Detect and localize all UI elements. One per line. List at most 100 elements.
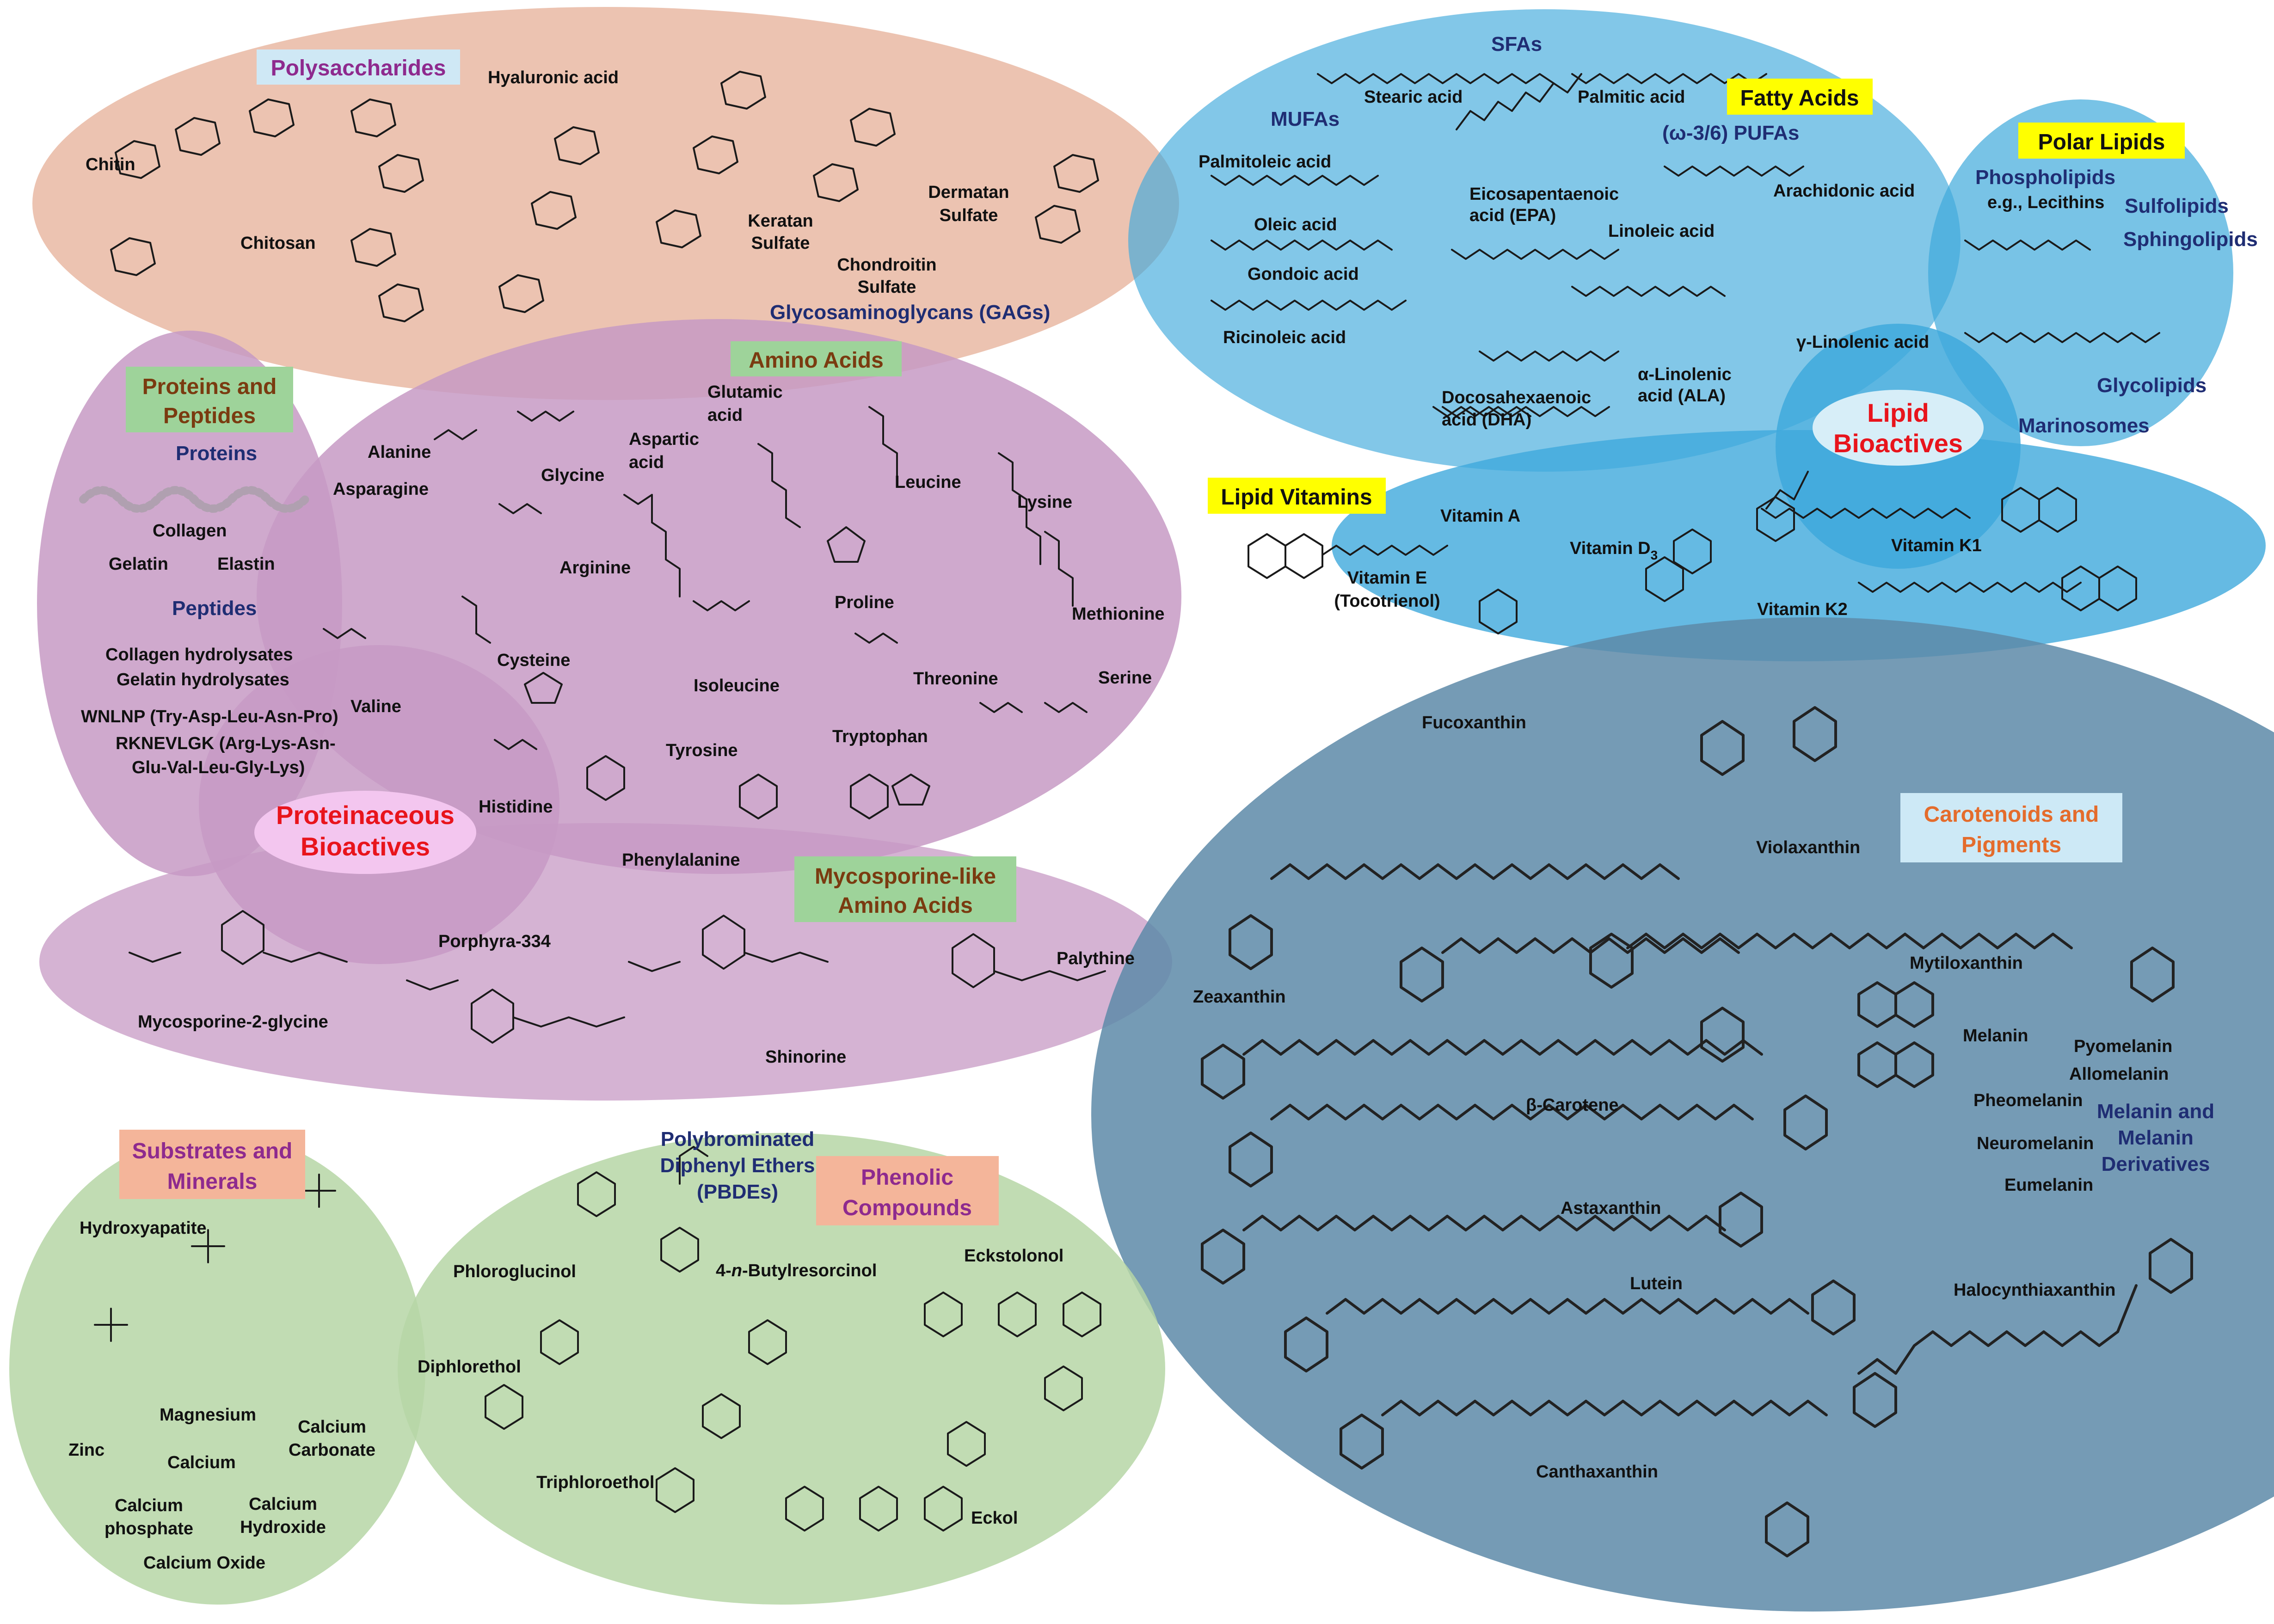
lipid-vitamins-header-bg (1208, 478, 1386, 514)
pheomelanin-label: Pheomelanin (1973, 1091, 2083, 1110)
lipid-vitamins-region (1332, 430, 2266, 661)
phloroglucinol-label: Phloroglucinol (453, 1262, 576, 1281)
dha-line1: Docosahexaenoic (1442, 388, 1591, 407)
arachidonic-acid-label: Arachidonic acid (1773, 181, 1915, 201)
glycine-label: Glycine (541, 466, 604, 485)
carotenoids-header-line2: Pigments (1961, 833, 2061, 857)
calcium-carbonate-line1: Calcium (298, 1417, 366, 1437)
calcium-phosphate-line1: Calcium (115, 1496, 183, 1515)
calcium-label: Calcium (167, 1453, 236, 1472)
aspartic-acid-line2: acid (629, 453, 664, 472)
valine-label: Valine (350, 697, 401, 716)
mycosporine-2-glycine-label: Mycosporine-2-glycine (138, 1012, 328, 1032)
mycosporine-header-line2: Amino Acids (838, 893, 973, 918)
rknevlgk-line2: Glu-Val-Leu-Gly-Lys) (132, 758, 305, 777)
calcium-hydroxide-line2: Hydroxide (240, 1518, 326, 1537)
glycolipids-label: Glycolipids (2097, 374, 2206, 397)
vitamin-k1-label: Vitamin K1 (1891, 536, 1982, 555)
pbde-line1: Polybrominated (661, 1128, 815, 1150)
carotenoid-structures (1201, 706, 2193, 1557)
polar-lipids-header: Polar Lipids (2038, 130, 2165, 154)
aspartic-acid-line1: Aspartic (629, 430, 699, 449)
gamma-linolenic-label: γ-Linolenic acid (1796, 332, 1929, 352)
sfas-label: SFAs (1491, 33, 1542, 55)
proteinaceous-oval (254, 791, 476, 874)
chondroitin-sulfate-line1: Chondroitin (837, 255, 936, 275)
proteins-header-bg (126, 367, 293, 432)
epa-line1: Eicosapentaenoic (1469, 185, 1619, 204)
polar-lipids-header-bg (2018, 123, 2185, 159)
glutamic-acid-line2: acid (707, 406, 743, 425)
fatty-acids-header: Fatty Acids (1740, 86, 1859, 111)
ricinoleic-acid-label: Ricinoleic acid (1223, 328, 1346, 347)
chondroitin-sulfate-line2: Sulfate (858, 277, 916, 297)
mytiloxanthin-label: Mytiloxanthin (1910, 953, 2023, 973)
calcium-carbonate-line2: Carbonate (289, 1440, 375, 1460)
halocynthiaxanthin-label: Halocynthiaxanthin (1954, 1280, 2116, 1300)
methionine-label: Methionine (1072, 604, 1165, 624)
pbde-line3: (PBDEs) (697, 1181, 778, 1203)
porphyra-334-label: Porphyra-334 (438, 932, 551, 951)
melanin-deriv-line1: Melanin and (2097, 1100, 2214, 1123)
hydroxyapatite-label: Hydroxyapatite (80, 1218, 207, 1238)
amino-acids-header-bg (731, 341, 902, 376)
mycosporine-header-bg (794, 856, 1016, 922)
wnlnp-label: WNLNP (Try-Asp-Leu-Asn-Pro) (81, 707, 338, 726)
neuromelanin-label: Neuromelanin (1977, 1134, 2094, 1153)
sphingolipids-label: Sphingolipids (2123, 228, 2258, 251)
carotenoids-header-bg (1900, 793, 2122, 862)
lysine-label: Lysine (1017, 492, 1072, 512)
sulfolipids-label: Sulfolipids (2125, 195, 2229, 217)
polysaccharide-structures (110, 71, 1099, 322)
eumelanin-label: Eumelanin (2004, 1175, 2093, 1195)
threonine-label: Threonine (913, 669, 998, 689)
gags-label: Glycosaminoglycans (GAGs) (770, 301, 1050, 324)
pufas-label: (ω-3/6) PUFAs (1662, 122, 1799, 144)
mineral-structures (94, 1174, 336, 1342)
fucoxanthin-label: Fucoxanthin (1422, 713, 1526, 732)
lipid-bioactives-line1: Lipid (1867, 398, 1929, 427)
proteins-sub: Proteins (176, 442, 257, 465)
vitamin-a-label: Vitamin A (1440, 506, 1520, 526)
cysteine-label: Cysteine (497, 651, 570, 670)
proteinaceous-line2: Bioactives (301, 832, 430, 861)
keratan-sulfate-line2: Sulfate (751, 234, 810, 253)
phospholipids-label: Phospholipids (1975, 166, 2115, 189)
vitamin-e-line2: (Tocotrienol) (1334, 591, 1440, 611)
zinc-label: Zinc (68, 1440, 104, 1460)
tryptophan-label: Tryptophan (832, 727, 928, 746)
palythine-label: Palythine (1057, 949, 1135, 968)
ala-line2: acid (ALA) (1638, 386, 1726, 406)
alanine-label: Alanine (368, 443, 431, 462)
astaxanthin-label: Astaxanthin (1561, 1199, 1661, 1218)
chitosan-label: Chitosan (240, 234, 316, 253)
collagen-label: Collagen (153, 521, 227, 541)
dermatan-sulfate-line1: Dermatan (928, 183, 1009, 202)
mufas-label: MUFAs (1271, 108, 1340, 130)
vitamin-e-line1: Vitamin E (1347, 568, 1427, 588)
melanin-deriv-line3: Derivatives (2102, 1153, 2210, 1175)
polar-lipids-region (1928, 99, 2233, 446)
gelatin-hydrolysates-label: Gelatin hydrolysates (117, 670, 289, 689)
carotenoids-header-line1: Carotenoids and (1924, 802, 2099, 827)
butylresorcinol-label: 4-n-Butylresorcinol (716, 1261, 877, 1280)
elastin-label: Elastin (217, 554, 275, 574)
lipid-bioactives-oval (1813, 390, 1984, 466)
minerals-header-line1: Substrates and (132, 1139, 293, 1163)
isoleucine-label: Isoleucine (694, 676, 780, 695)
epa-line2: acid (EPA) (1469, 206, 1556, 225)
keratan-sulfate-line1: Keratan (748, 211, 813, 231)
arginine-label: Arginine (559, 558, 631, 578)
melanin-label: Melanin (1963, 1026, 2028, 1046)
palmitic-acid-label: Palmitic acid (1578, 87, 1685, 107)
asparagine-label: Asparagine (333, 480, 429, 499)
gondoic-acid-label: Gondoic acid (1248, 265, 1359, 284)
stearic-acid-label: Stearic acid (1364, 87, 1463, 107)
fatty-acid-structures (1211, 73, 2160, 417)
vitamin-k2-label: Vitamin K2 (1757, 600, 1848, 619)
dha-line2: acid (DHA) (1442, 410, 1531, 430)
mycosporine-header-line1: Mycosporine-like (815, 864, 996, 889)
vitamin-d-label: Vitamin D3 (1570, 539, 1658, 562)
minerals-region (9, 1133, 425, 1605)
